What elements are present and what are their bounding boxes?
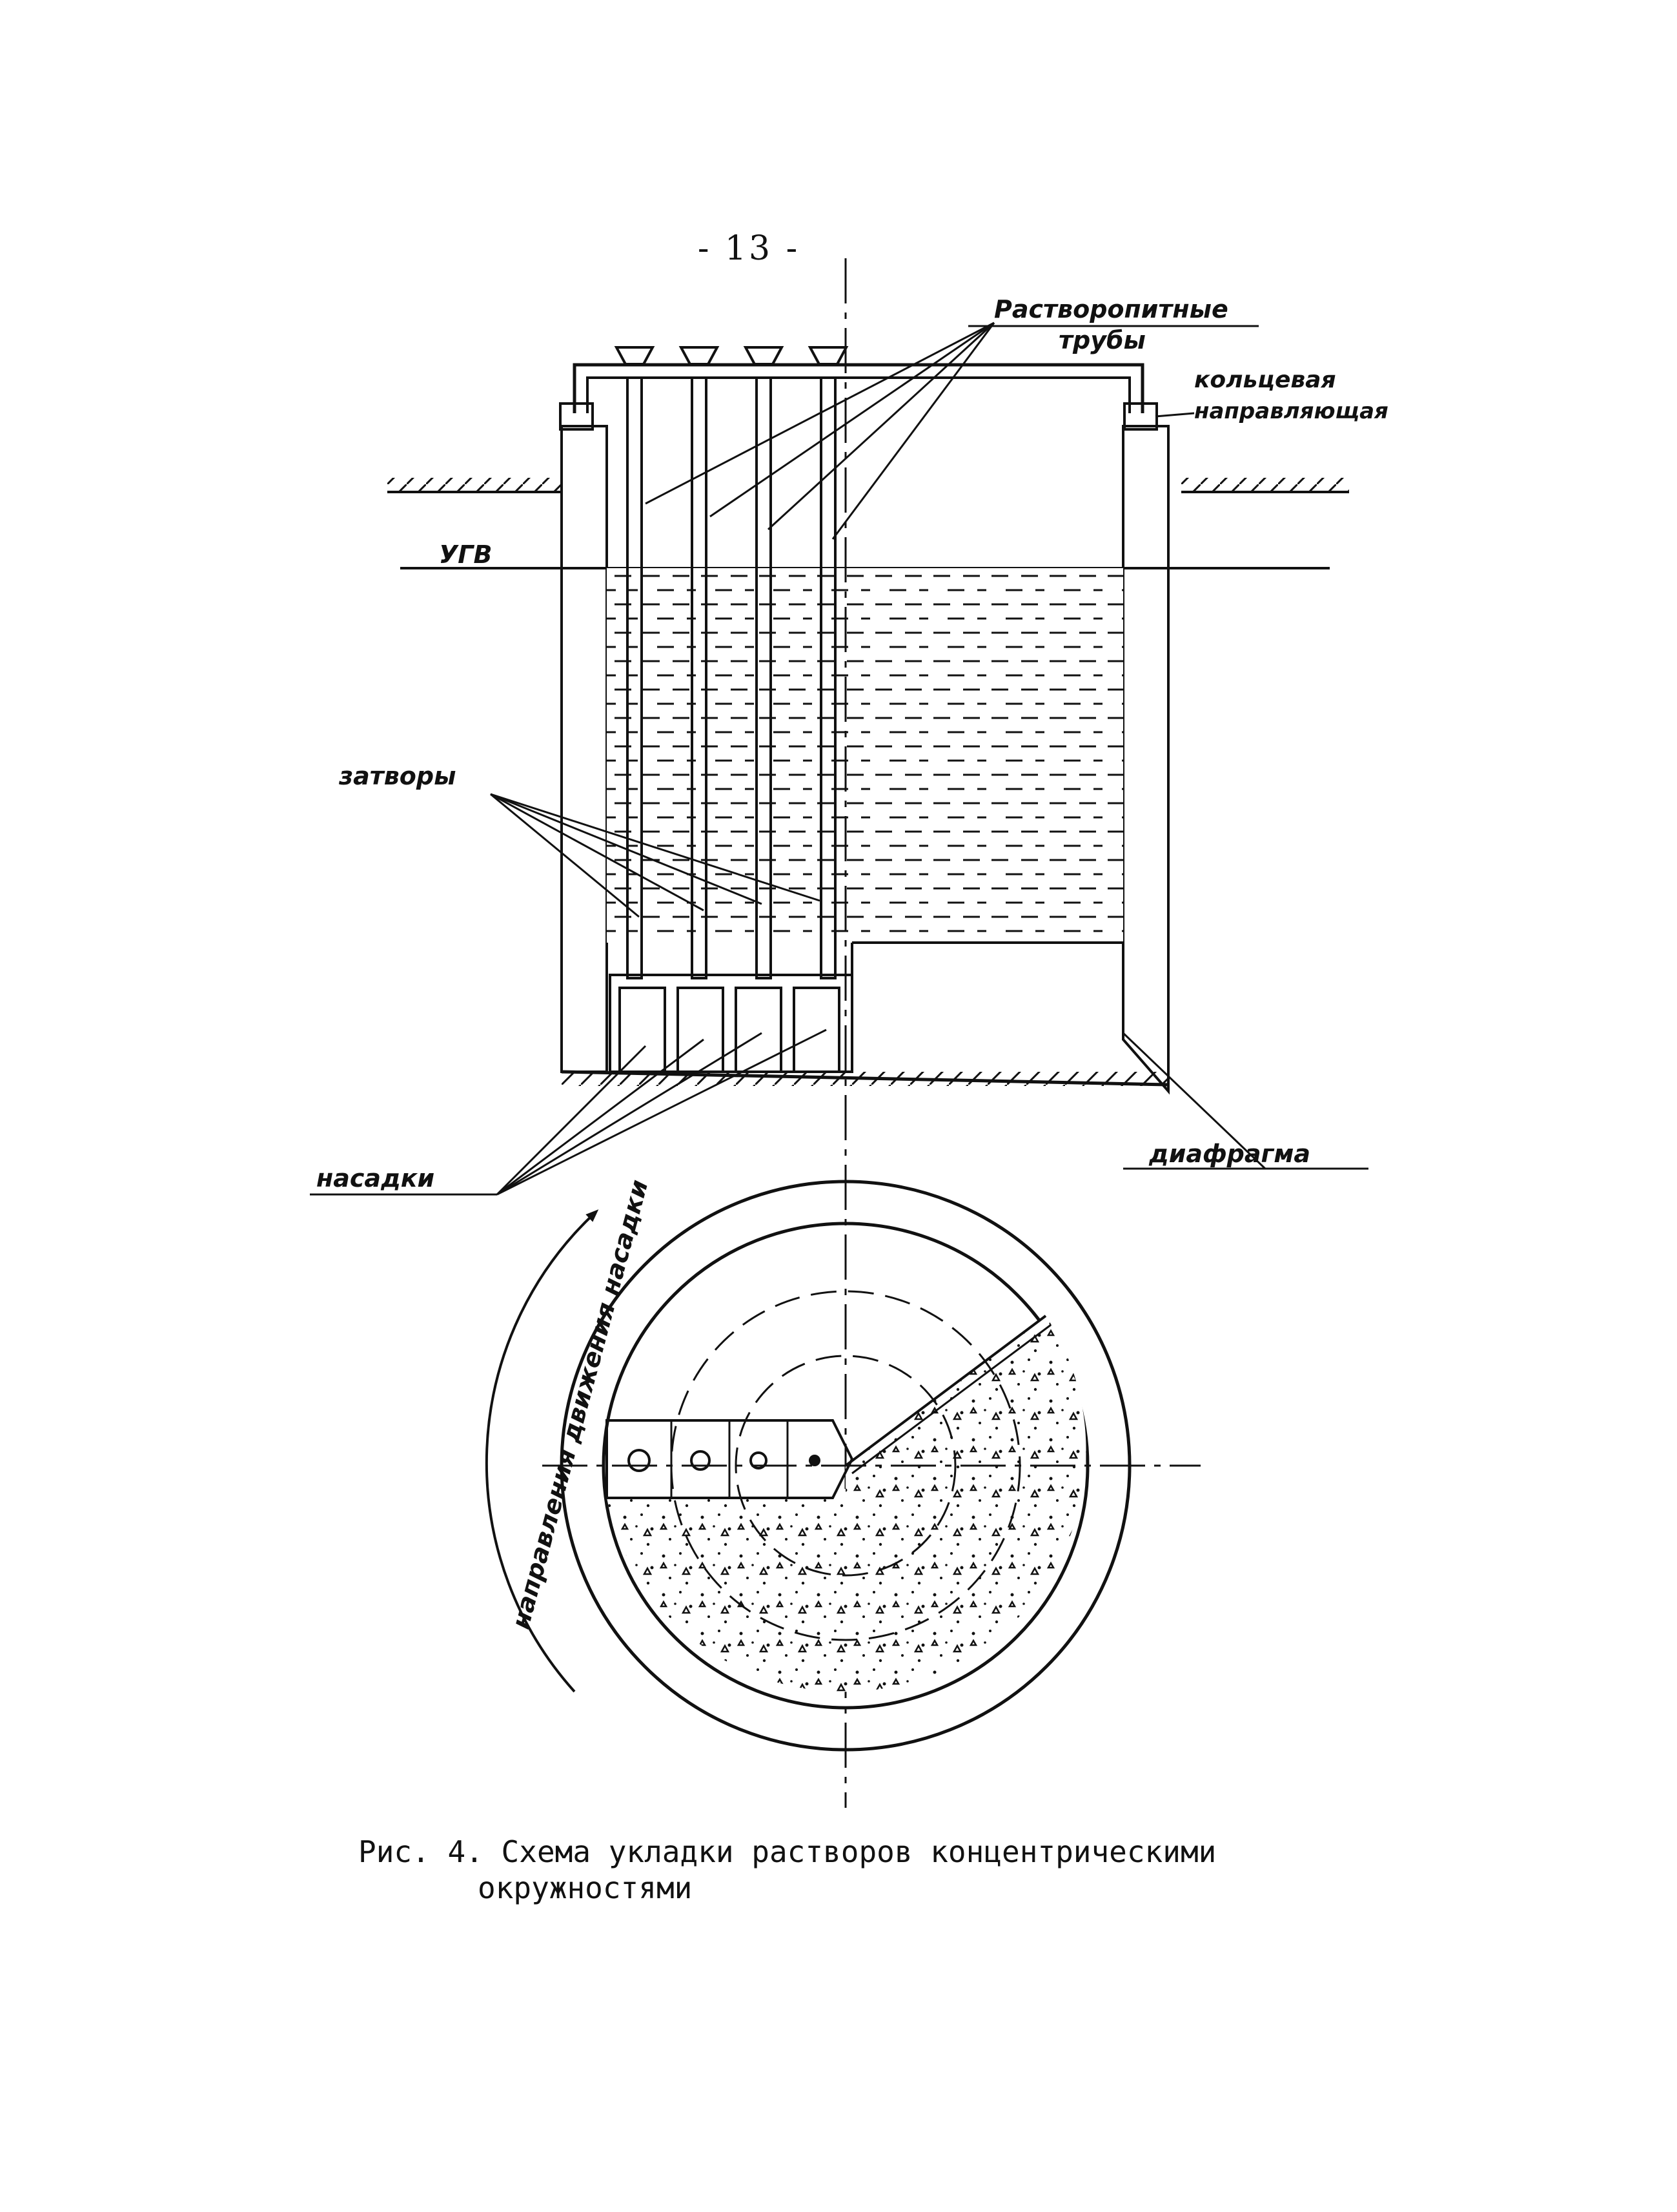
label-mortar-pipes-2: трубы <box>1059 326 1146 354</box>
mortar-pipes <box>626 376 837 979</box>
funnels <box>614 346 849 365</box>
ground-surface <box>387 478 1349 493</box>
label-mortar-pipes: Растворопитные <box>994 295 1228 323</box>
label-ring-guide-2: направляющая <box>1194 398 1388 424</box>
label-diaphragm: диафрагма <box>1148 1140 1310 1168</box>
caption-line-1: Рис. 4. Схема укладки растворов концентр… <box>358 1834 1217 1869</box>
diaphragm <box>851 941 1123 1072</box>
water-fill <box>607 568 1123 943</box>
shaft-bottom <box>561 1070 1169 1087</box>
plan-view <box>485 1180 1201 1752</box>
ring-guide <box>559 363 1158 431</box>
plan-diaphragm <box>844 1315 1047 1467</box>
plan-placed-mortar <box>607 1316 1086 1692</box>
caption-line-2: окружностями <box>478 1870 693 1905</box>
shaft-wall-right <box>1122 425 1170 1095</box>
direction-arrow <box>485 1209 599 1693</box>
label-nozzles: насадки <box>316 1164 434 1193</box>
label-gates: затворы <box>338 762 456 790</box>
shaft-wall-left <box>560 425 608 1073</box>
label-ring-guide: кольцевая <box>1194 367 1336 393</box>
page-number: - 13 - <box>697 229 800 268</box>
figure-caption: Рис. 4. Схема укладки растворов концентр… <box>358 1834 1585 1906</box>
leader-lines <box>310 322 1368 1196</box>
label-groundwater: УГВ <box>439 540 492 569</box>
nozzles-box <box>609 974 853 1073</box>
plan-nozzle-carriage <box>605 1419 854 1499</box>
